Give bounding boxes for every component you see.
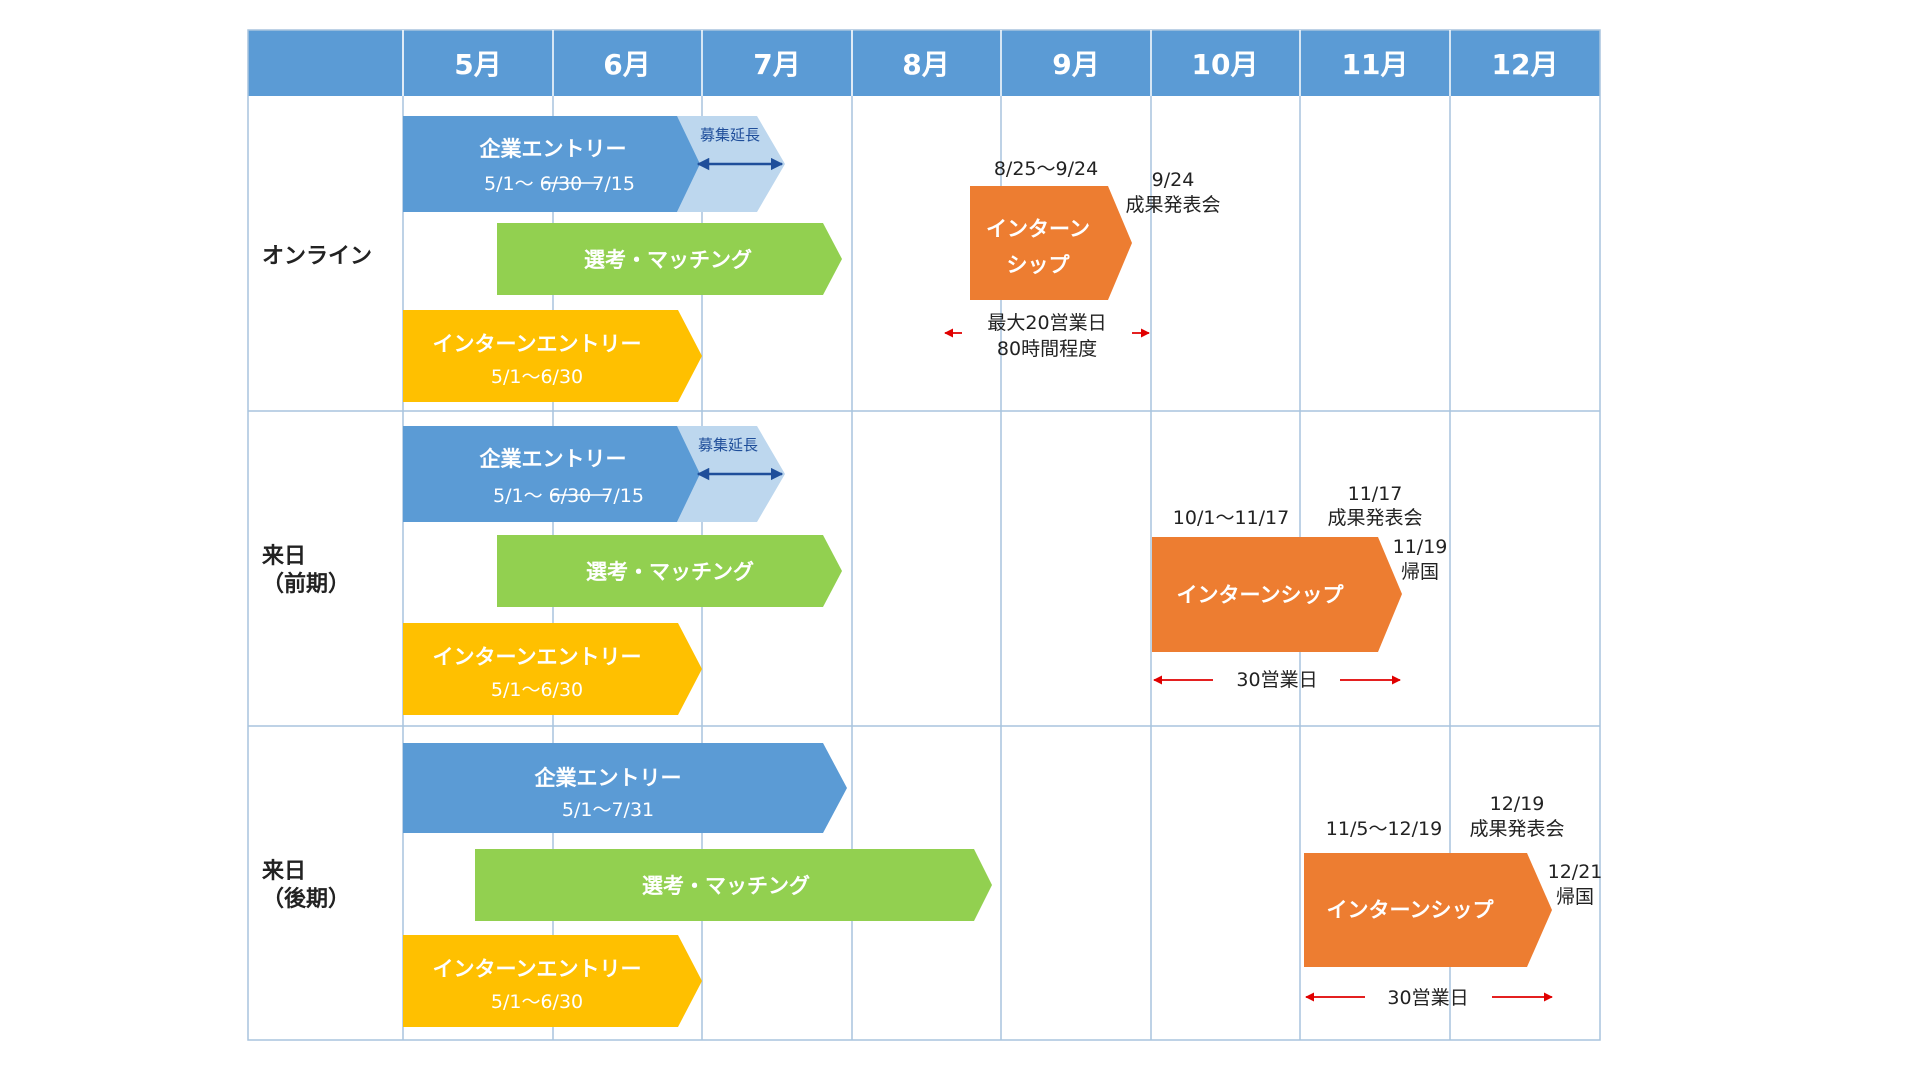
presentation-label: 成果発表会: [1125, 194, 1220, 216]
intern-entry-title: インターンエントリー: [433, 332, 642, 356]
month-label-may: 5月: [454, 48, 501, 81]
company-entry-period-new-end: 7/15: [601, 485, 644, 507]
selection-matching-title: 選考・マッチング: [584, 248, 752, 272]
month-label-november: 11月: [1342, 48, 1409, 81]
intern-entry-title: インターンエントリー: [433, 957, 642, 981]
company-entry-title: 企業エントリー: [479, 137, 627, 161]
internship-bar: [1304, 853, 1552, 967]
header-background: [248, 30, 1600, 96]
month-label-june: 6月: [603, 48, 650, 81]
internship-duration: 30営業日: [1236, 669, 1317, 691]
company-entry-bar: [403, 743, 847, 833]
internship-period: 8/25〜9/24: [994, 158, 1098, 180]
internship-title: インターンシップ: [1177, 583, 1345, 607]
company-entry-title: 企業エントリー: [534, 766, 682, 790]
row-japan-second-term: 来日 （後期） 企業エントリー 5/1〜7/31 選考・マッチング インターンエ…: [261, 743, 1602, 1027]
intern-entry-bar: [403, 935, 702, 1027]
internship-title: インターンシップ: [1327, 898, 1495, 922]
internship-period: 11/5〜12/19: [1326, 818, 1442, 840]
company-entry-bar: [403, 116, 700, 212]
internship-duration: 30営業日: [1387, 987, 1468, 1009]
return-label: 帰国: [1401, 561, 1439, 583]
intern-entry-period: 5/1〜6/30: [491, 679, 583, 701]
intern-entry-period: 5/1〜6/30: [491, 991, 583, 1013]
intern-entry-bar: [403, 623, 702, 715]
company-entry-period-new-end: 7/15: [592, 173, 635, 195]
company-entry-period-old-end: 6/30: [549, 485, 592, 507]
month-label-september: 9月: [1052, 48, 1099, 81]
company-entry-title: 企業エントリー: [479, 447, 627, 471]
month-label-december: 12月: [1492, 48, 1559, 81]
month-header: 5月 6月 7月 8月 9月 10月 11月 12月: [454, 48, 1558, 81]
presentation-date: 9/24: [1152, 169, 1195, 191]
row-label-japan-line2: （前期）: [262, 571, 350, 597]
return-date: 12/21: [1548, 861, 1603, 883]
row-label-japan-line1: 来日: [261, 544, 306, 569]
table-frame: [247, 29, 1601, 1041]
internship-bar: [1152, 537, 1402, 652]
row-label-online: オンライン: [262, 244, 372, 269]
presentation-label: 成果発表会: [1327, 507, 1422, 529]
company-entry-period: 5/1〜 6/30 7/15: [484, 173, 635, 195]
month-label-october: 10月: [1192, 48, 1259, 81]
internship-title-line2: シップ: [1007, 253, 1071, 277]
internship-duration-line2: 80時間程度: [997, 338, 1097, 360]
return-date: 11/19: [1393, 536, 1448, 558]
internship-duration-line1: 最大20営業日: [987, 312, 1106, 334]
return-label: 帰国: [1556, 886, 1594, 908]
selection-matching-title: 選考・マッチング: [586, 560, 754, 584]
company-entry-period: 5/1〜7/31: [562, 799, 654, 821]
presentation-date: 12/19: [1490, 793, 1545, 815]
selection-matching-title: 選考・マッチング: [642, 874, 810, 898]
selection-matching-bar: [497, 535, 842, 607]
internship-title-line1: インターン: [986, 217, 1090, 241]
company-entry-period-start: 5/1〜: [484, 173, 534, 195]
internship-bar: [970, 186, 1132, 300]
month-label-august: 8月: [902, 48, 949, 81]
extension-label: 募集延長: [700, 126, 760, 144]
company-entry-period-start: 5/1〜: [493, 485, 543, 507]
presentation-date: 11/17: [1348, 483, 1403, 505]
extension-label: 募集延長: [698, 436, 758, 454]
row-label-japan-line2: （後期）: [262, 886, 350, 912]
month-label-july: 7月: [753, 48, 800, 81]
company-entry-period-old-end: 6/30: [540, 173, 583, 195]
selection-matching-bar: [475, 849, 992, 921]
header-dividers: [402, 30, 1451, 96]
intern-entry-bar: [403, 310, 702, 402]
row-label-japan-line1: 来日: [261, 859, 306, 884]
intern-entry-period: 5/1〜6/30: [491, 366, 583, 388]
selection-matching-bar: [497, 223, 842, 295]
intern-entry-title: インターンエントリー: [433, 645, 642, 669]
company-entry-period: 5/1〜 6/30 7/15: [493, 485, 644, 507]
presentation-label: 成果発表会: [1469, 818, 1564, 840]
internship-period: 10/1〜11/17: [1173, 507, 1289, 529]
company-entry-bar: [403, 426, 700, 522]
